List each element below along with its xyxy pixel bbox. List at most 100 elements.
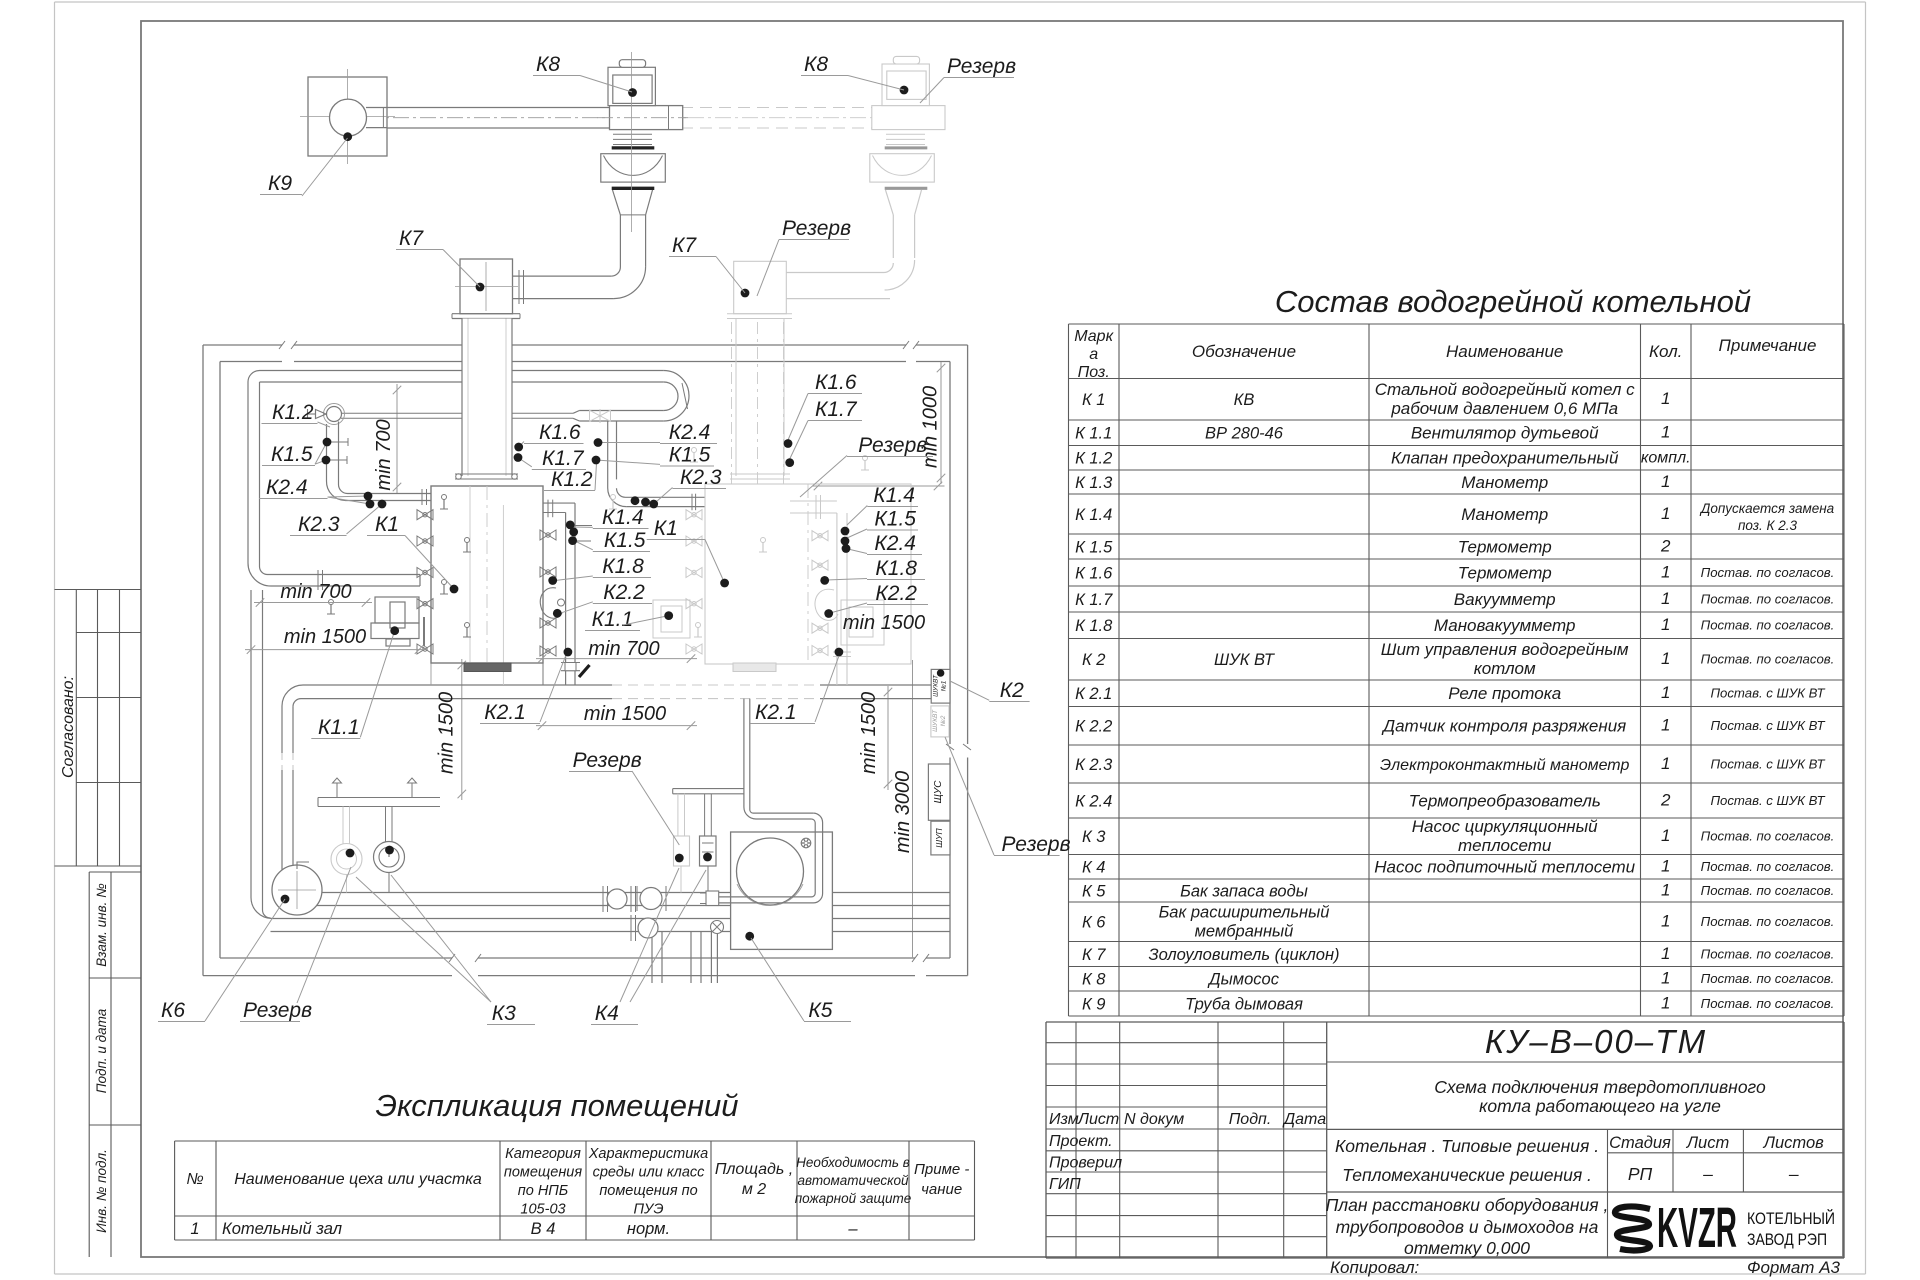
svg-text:К1.5: К1.5 [669, 444, 711, 467]
svg-text:а: а [1089, 346, 1098, 363]
svg-text:норм.: норм. [627, 1220, 670, 1238]
svg-text:К 1.5: К 1.5 [1075, 539, 1113, 557]
svg-text:1: 1 [1661, 716, 1670, 735]
svg-text:Шит управления водогрейным: Шит управления водогрейным [1381, 640, 1629, 659]
svg-text:автоматической: автоматической [797, 1173, 908, 1188]
svg-text:Экспликация помещений: Экспликация помещений [375, 1088, 738, 1123]
svg-text:1: 1 [1661, 857, 1670, 876]
svg-text:К4: К4 [595, 1002, 619, 1025]
svg-text:котла работающего на угле: котла работающего на угле [1479, 1096, 1721, 1116]
svg-text:К1.1: К1.1 [318, 716, 360, 739]
svg-text:К1.4: К1.4 [602, 506, 644, 529]
svg-text:min 1500: min 1500 [284, 626, 366, 648]
svg-text:КОТЕЛЬНЫЙ: КОТЕЛЬНЫЙ [1747, 1209, 1835, 1228]
svg-text:рабочим давлением 0,6 МПа: рабочим давлением 0,6 МПа [1390, 399, 1618, 418]
svg-text:1: 1 [1661, 881, 1670, 900]
svg-text:ШУКВТ: ШУКВТ [933, 674, 940, 697]
svg-text:К1.7: К1.7 [542, 447, 585, 470]
svg-text:теплосети: теплосети [1458, 836, 1552, 855]
svg-text:Бак запаса воды: Бак запаса воды [1180, 883, 1308, 901]
svg-text:min 1500: min 1500 [858, 692, 880, 774]
svg-text:Постав. по согласов.: Постав. по согласов. [1701, 565, 1835, 580]
svg-text:К1.8: К1.8 [875, 557, 917, 580]
svg-text:В 4: В 4 [531, 1220, 556, 1238]
svg-text:Инв. № подл.: Инв. № подл. [94, 1149, 109, 1233]
svg-text:Марк: Марк [1074, 328, 1114, 345]
svg-text:К2.3: К2.3 [298, 513, 340, 536]
svg-text:Постав. по согласов.: Постав. по согласов. [1701, 592, 1835, 607]
svg-text:min 700: min 700 [373, 419, 395, 490]
svg-text:1: 1 [1661, 826, 1670, 845]
svg-text:К 1.1: К 1.1 [1075, 425, 1112, 443]
svg-text:1: 1 [1661, 589, 1670, 608]
svg-text:помещения: помещения [504, 1165, 582, 1181]
svg-text:ЗАВОД РЭП: ЗАВОД РЭП [1747, 1230, 1827, 1249]
svg-text:Резерв: Резерв [782, 217, 851, 240]
svg-text:К1.2: К1.2 [272, 401, 314, 424]
svg-text:Подп.: Подп. [1229, 1111, 1272, 1128]
svg-text:Постав. с ШУК ВТ: Постав. с ШУК ВТ [1710, 757, 1825, 772]
svg-text:№2: №2 [940, 715, 947, 726]
svg-text:1: 1 [1661, 994, 1670, 1013]
svg-text:Изм: Изм [1049, 1111, 1079, 1128]
svg-text:Постав. по согласов.: Постав. по согласов. [1701, 859, 1835, 874]
svg-text:2: 2 [1660, 537, 1671, 556]
svg-text:Согласовано:: Согласовано: [60, 676, 77, 778]
svg-text:К 1.7: К 1.7 [1075, 591, 1113, 609]
svg-text:трубопроводов и дымоходов на: трубопроводов и дымоходов на [1336, 1217, 1599, 1237]
svg-text:Манометр: Манометр [1461, 505, 1548, 524]
svg-text:Котельная . Типовые решения .: Котельная . Типовые решения . [1335, 1136, 1599, 1156]
svg-text:Наименование: Наименование [1446, 342, 1563, 361]
svg-text:Подп. и дата: Подп. и дата [94, 1008, 109, 1093]
svg-text:Электроконтактный манометр: Электроконтактный манометр [1380, 757, 1629, 774]
svg-text:Дата: Дата [1282, 1111, 1326, 1128]
svg-text:1: 1 [1661, 683, 1670, 702]
svg-text:среды или класс: среды или класс [593, 1165, 706, 1181]
svg-text:Состав водогрейной котельной: Состав водогрейной котельной [1275, 284, 1751, 319]
svg-text:Тепломеханические решения .: Тепломеханические решения . [1342, 1165, 1592, 1185]
svg-text:Датчик контроля разряжения: Датчик контроля разряжения [1381, 717, 1626, 736]
svg-text:К2.2: К2.2 [875, 582, 917, 605]
svg-text:К1.4: К1.4 [873, 484, 915, 507]
svg-text:№: № [186, 1171, 203, 1188]
svg-text:К1.5: К1.5 [271, 443, 313, 466]
svg-text:К1.1: К1.1 [592, 608, 634, 631]
svg-text:Труба дымовая: Труба дымовая [1185, 996, 1303, 1014]
svg-text:К1.6: К1.6 [539, 421, 581, 444]
svg-text:поз. К 2.3: поз. К 2.3 [1738, 518, 1798, 533]
svg-text:1: 1 [1661, 649, 1670, 668]
svg-text:К1: К1 [375, 513, 399, 536]
svg-text:Проект.: Проект. [1049, 1133, 1113, 1150]
svg-text:К2.4: К2.4 [266, 476, 308, 499]
svg-text:min 700: min 700 [280, 581, 351, 603]
svg-text:К2.4: К2.4 [874, 532, 916, 555]
svg-text:Резерв: Резерв [858, 434, 927, 457]
svg-text:1: 1 [1661, 969, 1670, 988]
svg-text:К 2: К 2 [1082, 651, 1106, 669]
svg-text:Клапан предохранительный: Клапан предохранительный [1391, 449, 1619, 468]
svg-text:К 2.1: К 2.1 [1075, 685, 1112, 703]
svg-text:компл.: компл. [1641, 450, 1691, 467]
svg-text:К 1.8: К 1.8 [1075, 617, 1113, 635]
svg-text:Копировал:: Копировал: [1330, 1258, 1420, 1277]
svg-text:К1.8: К1.8 [602, 555, 644, 578]
svg-text:по НПБ: по НПБ [518, 1183, 569, 1199]
svg-text:Вакуумметр: Вакуумметр [1454, 590, 1556, 609]
svg-text:К 1.4: К 1.4 [1075, 506, 1112, 524]
svg-text:К8: К8 [536, 53, 560, 76]
svg-text:min 1000: min 1000 [920, 386, 942, 468]
svg-text:1: 1 [1661, 563, 1670, 582]
svg-text:Допускается замена: Допускается замена [1699, 501, 1835, 516]
svg-text:ШУК ВТ: ШУК ВТ [1214, 651, 1276, 669]
svg-text:Поз.: Поз. [1078, 364, 1110, 381]
svg-text:Термометр: Термометр [1458, 564, 1552, 583]
svg-text:1: 1 [1661, 912, 1670, 931]
svg-text:К 1.2: К 1.2 [1075, 450, 1112, 468]
svg-text:Схема подключения твердотоплив: Схема подключения твердотопливного [1434, 1077, 1766, 1097]
svg-text:Резерв: Резерв [573, 749, 642, 772]
svg-text:Манометр: Манометр [1461, 473, 1548, 492]
svg-text:Площадь ,: Площадь , [715, 1161, 793, 1178]
svg-text:К1.5: К1.5 [874, 508, 916, 531]
svg-text:К3: К3 [492, 1002, 516, 1025]
svg-text:К9: К9 [268, 172, 292, 195]
